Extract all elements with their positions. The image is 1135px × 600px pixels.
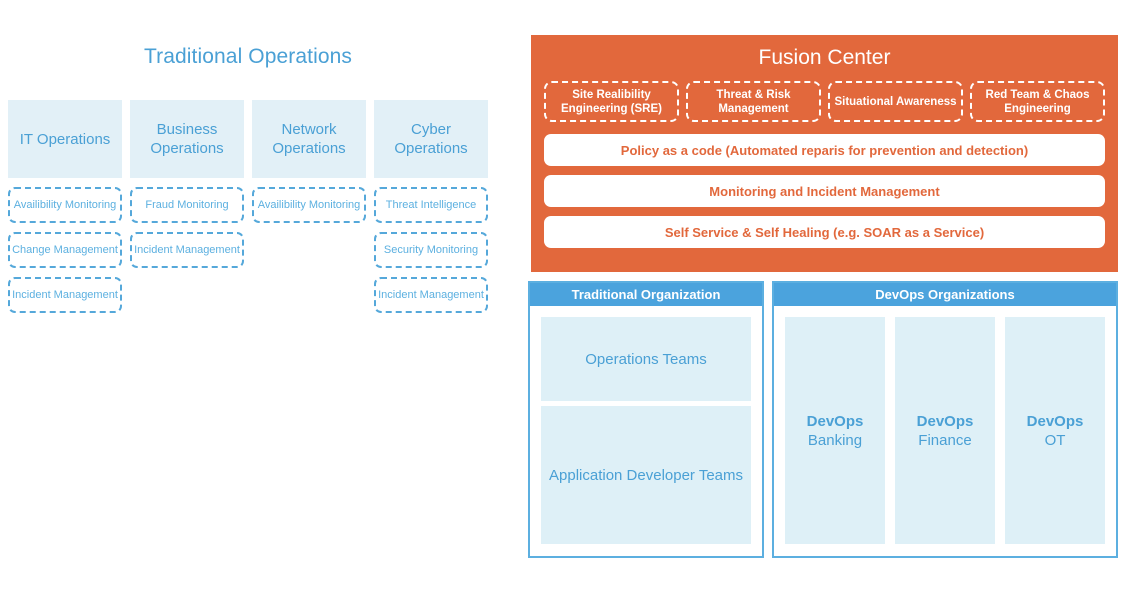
ops-column-business: Business Operations Fraud Monitoring Inc… [130, 100, 244, 313]
traditional-operations-columns: IT Operations Availibility Monitoring Ch… [8, 100, 488, 313]
fusion-center-panel: Fusion Center Site Realibility Engineeri… [531, 35, 1118, 272]
traditional-organization-body: Operations Teams Application Developer T… [530, 306, 762, 556]
fusion-capability-bar[interactable]: Monitoring and Incident Management [544, 175, 1105, 207]
ops-column-header-network: Network Operations [252, 100, 366, 178]
fusion-capability-bar[interactable]: Self Service & Self Healing (e.g. SOAR a… [544, 216, 1105, 248]
fusion-pillar[interactable]: Site Realibility Engineering (SRE) [544, 81, 679, 122]
ops-column-it: IT Operations Availibility Monitoring Ch… [8, 100, 122, 313]
devops-team-name: OT [1044, 431, 1066, 449]
fusion-center-pillars: Site Realibility Engineering (SRE) Threa… [544, 81, 1105, 122]
ops-item[interactable]: Incident Management [8, 277, 122, 313]
fusion-center-capability-bars: Policy as a code (Automated reparis for … [544, 134, 1105, 248]
ops-column-network: Network Operations Availibility Monitori… [252, 100, 366, 313]
team-box[interactable]: Operations Teams [541, 317, 751, 401]
devops-brand: DevOps [916, 412, 974, 430]
team-box[interactable]: Application Developer Teams [541, 406, 751, 544]
devops-team-column[interactable]: DevOps Banking [785, 317, 885, 544]
fusion-capability-bar[interactable]: Policy as a code (Automated reparis for … [544, 134, 1105, 166]
ops-item[interactable]: Availibility Monitoring [252, 187, 366, 223]
ops-item[interactable]: Incident Management [374, 277, 488, 313]
devops-brand: DevOps [806, 412, 864, 430]
devops-organizations-body: DevOps Banking DevOps Finance DevOps OT [774, 306, 1116, 556]
fusion-pillar[interactable]: Situational Awareness [828, 81, 963, 122]
ops-item[interactable]: Change Management [8, 232, 122, 268]
devops-team-name: Banking [807, 431, 863, 449]
fusion-center-title: Fusion Center [758, 46, 891, 69]
traditional-organization-title: Traditional Organization [530, 283, 762, 306]
fusion-pillar[interactable]: Red Team & Chaos Engineering [970, 81, 1105, 122]
devops-organizations-panel: DevOps Organizations DevOps Banking DevO… [772, 281, 1118, 558]
ops-item[interactable]: Incident Management [130, 232, 244, 268]
ops-item[interactable]: Fraud Monitoring [130, 187, 244, 223]
ops-item[interactable]: Availibility Monitoring [8, 187, 122, 223]
devops-organizations-title: DevOps Organizations [774, 283, 1116, 306]
ops-column-cyber: Cyber Operations Threat Intelligence Sec… [374, 100, 488, 313]
ops-item[interactable]: Threat Intelligence [374, 187, 488, 223]
ops-column-header-business: Business Operations [130, 100, 244, 178]
devops-team-column[interactable]: DevOps Finance [895, 317, 995, 544]
ops-column-header-it: IT Operations [8, 100, 122, 178]
traditional-organization-panel: Traditional Organization Operations Team… [528, 281, 764, 558]
traditional-operations-section: Traditional Operations IT Operations Ava… [8, 44, 488, 313]
devops-team-column[interactable]: DevOps OT [1005, 317, 1105, 544]
fusion-pillar[interactable]: Threat & Risk Management [686, 81, 821, 122]
ops-column-header-cyber: Cyber Operations [374, 100, 488, 178]
devops-brand: DevOps [1026, 412, 1084, 430]
ops-item[interactable]: Security Monitoring [374, 232, 488, 268]
devops-team-name: Finance [918, 431, 972, 449]
traditional-operations-title: Traditional Operations [143, 45, 353, 68]
